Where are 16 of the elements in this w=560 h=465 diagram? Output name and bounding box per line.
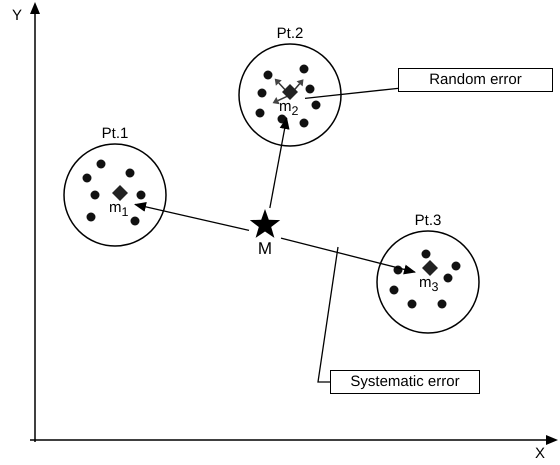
arrow [269,117,290,208]
reference-label: M [258,241,272,257]
point-label: Pt.1 [102,126,128,142]
axis-label: X [535,446,546,462]
point-label: Pt.2 [276,26,304,42]
arrow [280,237,416,274]
mean-label: m$_{1}$ [109,200,128,220]
leader-line [304,88,398,100]
arrow [134,202,250,231]
axis-label: Y [12,8,22,24]
callout-box: Systematic error [330,370,480,394]
point-label: Pt.3 [414,213,442,229]
mean-label: m$_{2}$ [279,99,298,119]
leader-line [317,246,339,383]
callout-box: Random error [398,68,553,92]
mean-label: m$_{3}$ [419,275,438,295]
